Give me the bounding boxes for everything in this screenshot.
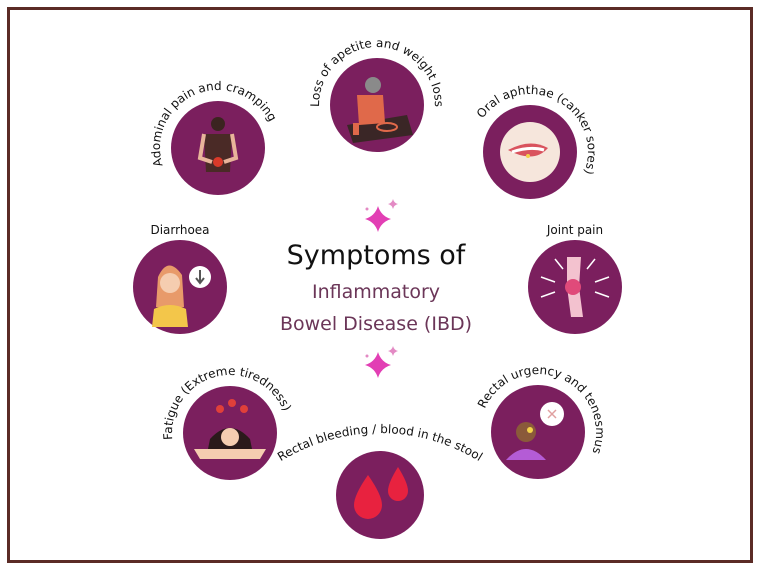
appetite-loss-icon [347, 77, 413, 143]
symptom-joint-pain: Joint pain [528, 223, 622, 334]
joint-pain-icon [540, 257, 610, 317]
abdominal-pain-icon [197, 117, 239, 172]
title-line-2: Inflammatory [312, 281, 440, 303]
diarrhoea-icon [152, 265, 211, 327]
sparkle-icon-top [365, 199, 398, 232]
mouth-sores-icon [500, 122, 560, 182]
symptom-oral-aphthae: Oral aphthae (canker sores) [472, 59, 623, 199]
sparkle-icon-bottom [365, 346, 398, 378]
label-diarrhoea: Diarrhoea [150, 223, 209, 237]
fatigue-icon [194, 399, 266, 459]
symptom-diarrhoea: Diarrhoea [133, 223, 227, 334]
symptom-abdominal-pain: Adominal pain and cramping [128, 58, 280, 195]
symptom-rectal-bleeding: Rectal bleeding / blood in the stool [275, 422, 485, 539]
rectal-urgency-icon [506, 402, 564, 460]
label-joint-pain: Joint pain [546, 223, 603, 237]
symptom-rectal-urgency: Rectal urgency and tenesmus [474, 342, 628, 479]
symptom-appetite-loss: Loss of apetite and weight loss [308, 36, 446, 152]
blood-drops-icon [354, 467, 408, 519]
symptom-fatigue: Fatigue (Extreme tiredness) [147, 349, 295, 480]
title-line-3: Bowel Disease (IBD) [280, 313, 472, 335]
title-line-1: Symptoms of [287, 240, 467, 271]
